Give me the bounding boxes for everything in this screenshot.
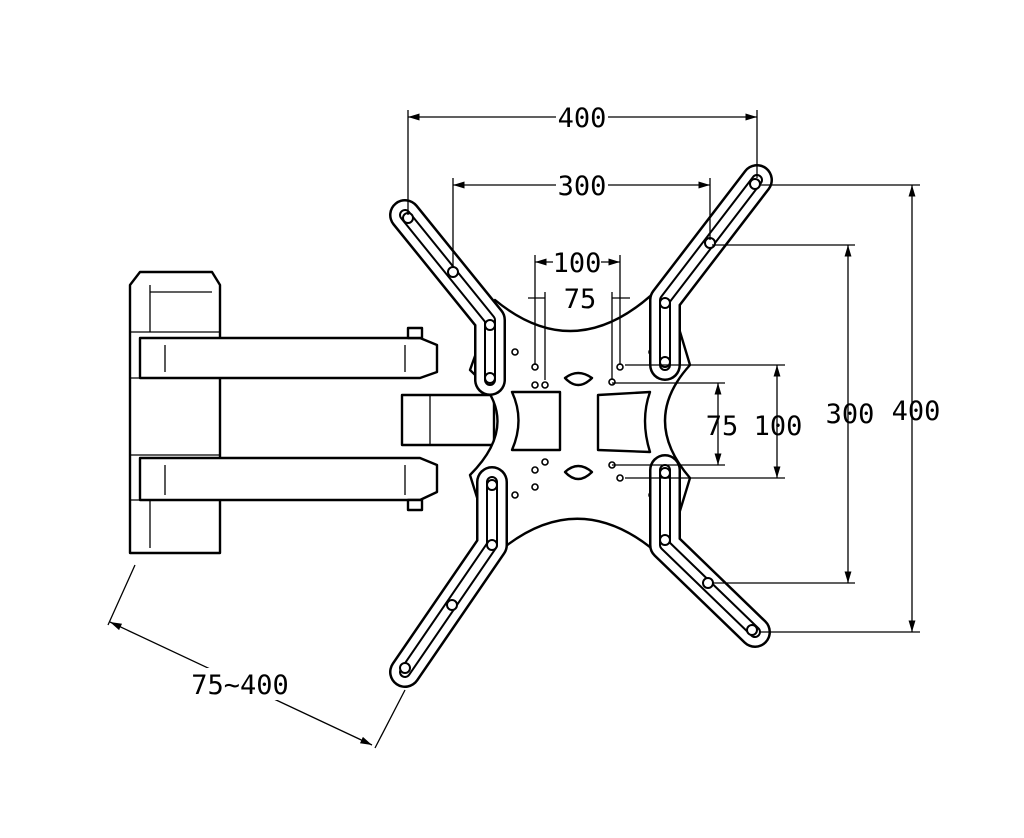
dim-right-300: 300 <box>826 399 875 430</box>
wall-plate <box>128 270 222 555</box>
swing-arms <box>138 326 496 512</box>
dim-top-75: 75 <box>564 284 597 315</box>
dim-top-100: 100 <box>553 248 602 279</box>
dim-top-300: 300 <box>558 171 607 202</box>
dim-right-100: 100 <box>754 411 803 442</box>
vesa-arms <box>389 164 773 688</box>
dim-arm-extension: 75~400 <box>191 670 289 701</box>
dim-top-400: 400 <box>558 103 607 134</box>
arm-lower-right <box>649 454 771 648</box>
dim-right-75: 75 <box>706 411 739 442</box>
arm-upper-right <box>649 164 773 381</box>
dim-right-400: 400 <box>892 396 941 427</box>
